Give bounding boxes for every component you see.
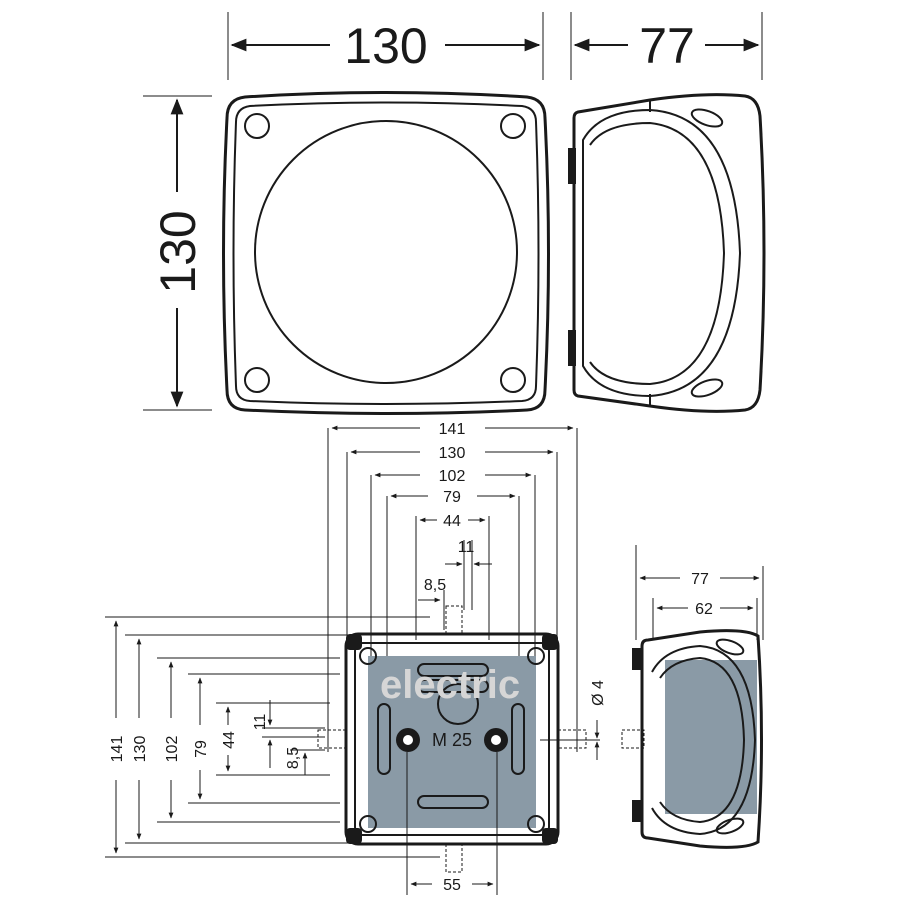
base-vertical-dims: 141 130 102 79 44 11 [105, 616, 440, 858]
front-height-label: 130 [150, 210, 206, 293]
vdim-130-label: 130 [132, 736, 149, 763]
side-lid-inner-curve [589, 121, 726, 386]
bs-body-outline [640, 629, 763, 849]
base-side-view: 77 62 [621, 545, 764, 849]
bs-inner-curve-2 [659, 656, 746, 824]
front-screw-top-right [500, 113, 526, 139]
base-center-knockout [437, 683, 479, 725]
vdim-141-label: 141 [109, 736, 126, 763]
side-top-vent [690, 108, 724, 128]
bs-fill [665, 660, 757, 814]
hdim-44-label: 44 [443, 513, 461, 530]
bs-clip-bottom [632, 800, 642, 822]
hdim-11-label: 11 [458, 539, 475, 556]
vdim-11-label: 11 [252, 714, 269, 731]
gland-right-hole [491, 735, 501, 745]
base-corner-tl [346, 634, 362, 650]
side-depth-label: 77 [639, 18, 695, 74]
side-hinge-bottom [568, 330, 576, 366]
hdim-102-label: 102 [439, 468, 466, 485]
bs-clip-top [632, 648, 642, 670]
bdim-55-label: 55 [443, 877, 461, 894]
slot-top-2 [417, 679, 489, 693]
base-plan: 141 130 102 79 44 11 [105, 421, 607, 895]
hdim-130-label: 130 [439, 445, 466, 462]
front-box-inner-rim [232, 101, 540, 405]
hdim-79-label: 79 [443, 489, 461, 506]
entry-bottom [445, 843, 463, 873]
slot-left [377, 703, 391, 775]
gland-label: M 25 [432, 730, 472, 750]
base-corner-br [542, 828, 558, 844]
vdim-79-label: 79 [193, 740, 210, 758]
front-screw-top-left [244, 113, 270, 139]
front-view: 130 130 [143, 12, 550, 415]
base-screw-tr [527, 647, 545, 665]
side-view: 77 [568, 12, 766, 413]
base-corner-bl [346, 828, 362, 844]
front-screw-bottom-right [500, 367, 526, 393]
bs-entry [621, 729, 645, 749]
side-bottom-vent [690, 378, 724, 398]
vdim-102-label: 102 [164, 736, 181, 763]
front-lid-circle [254, 120, 518, 384]
bs-bottom-vent [715, 817, 745, 835]
front-box-outline [222, 91, 550, 415]
bs-inner-curve [651, 644, 757, 836]
front-width-label: 130 [344, 18, 427, 74]
front-screw-bottom-left [244, 367, 270, 393]
gland-left-hole [403, 735, 413, 745]
slot-bottom [417, 795, 489, 809]
bs-top-vent [715, 638, 745, 656]
entry-top [445, 605, 463, 635]
hole-dim-label: Ø 4 [590, 680, 607, 706]
side-hinge-top [568, 148, 576, 184]
base-inner-rim [354, 642, 550, 836]
vdim-8-5-label: 8,5 [285, 747, 302, 769]
watermark: electric [380, 663, 520, 707]
entry-right [557, 729, 587, 749]
hdim-8-5-label: 8,5 [424, 577, 446, 594]
side-lid-curve [582, 108, 742, 398]
base-screw-bl [359, 815, 377, 833]
base-corner-tr [542, 634, 558, 650]
side-body-outline [572, 93, 766, 413]
bs-outer-label: 77 [691, 571, 709, 588]
base-screw-br [527, 815, 545, 833]
slot-right [511, 703, 525, 775]
base-screw-tl [359, 647, 377, 665]
entry-left [317, 729, 347, 749]
vdim-44-label: 44 [221, 731, 238, 749]
bs-inner-label: 62 [695, 601, 713, 618]
slot-top-1 [417, 663, 489, 677]
hdim-141-label: 141 [439, 421, 466, 438]
